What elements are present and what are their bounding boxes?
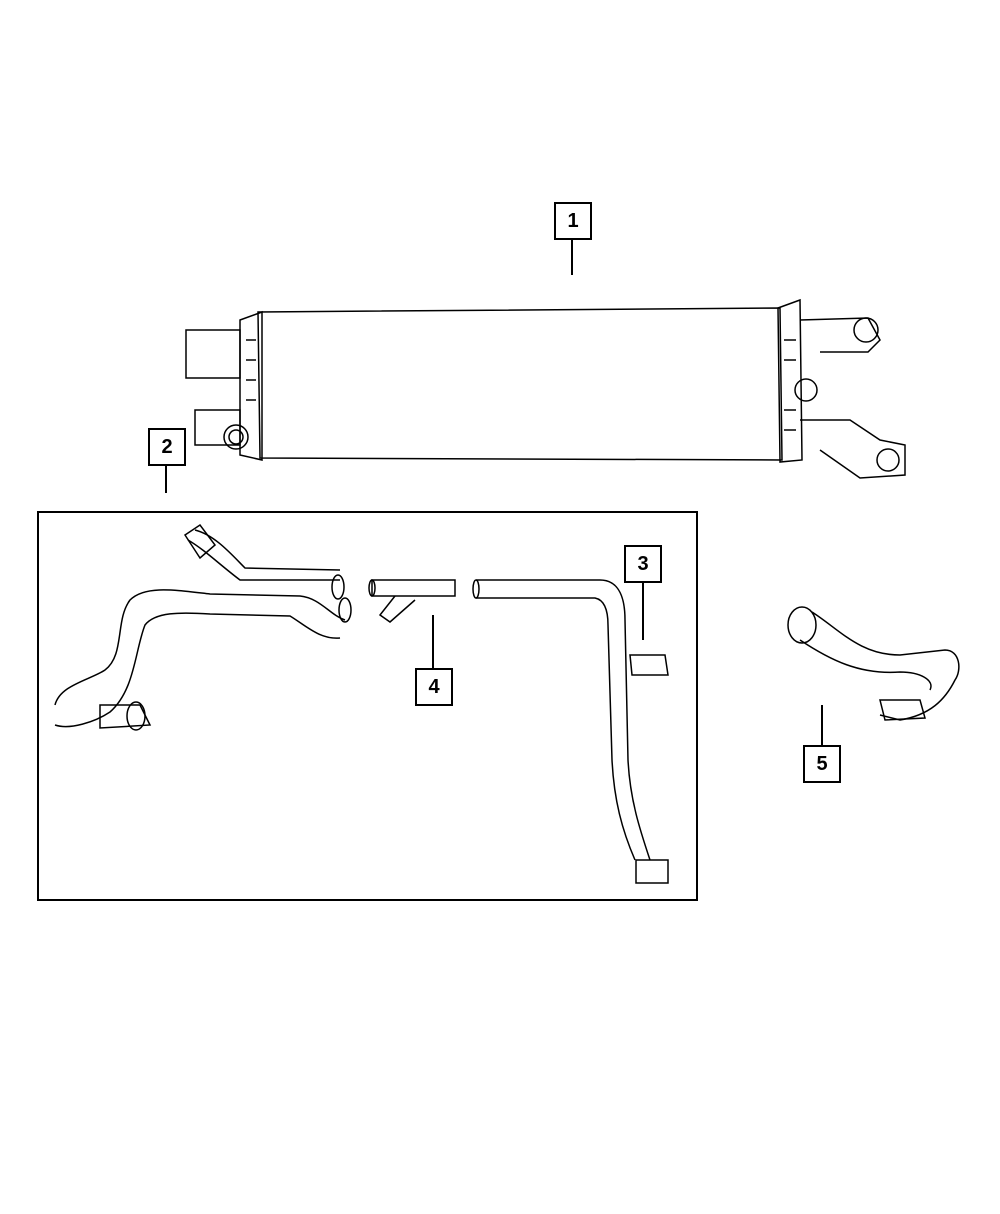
callout-2: 2 — [148, 428, 186, 466]
callout-3-label: 3 — [637, 552, 649, 575]
y-connector — [368, 579, 456, 623]
callout-2-leader — [165, 466, 167, 493]
callout-4: 4 — [415, 668, 453, 706]
hose-5 — [787, 606, 960, 721]
callout-1-leader — [571, 240, 573, 275]
callout-3-leader — [642, 583, 644, 640]
hose-kit-group-box — [37, 511, 698, 901]
callout-2-label: 2 — [161, 435, 173, 458]
callout-4-leader — [432, 615, 434, 668]
callout-3: 3 — [624, 545, 662, 583]
callout-5-label: 5 — [816, 752, 828, 775]
callout-4-label: 4 — [428, 675, 440, 698]
lower-hose — [54, 523, 352, 731]
upper-hose — [472, 579, 669, 884]
callout-1-label: 1 — [567, 209, 579, 232]
callout-5-leader — [821, 705, 823, 745]
callout-1: 1 — [554, 202, 592, 240]
radiator — [185, 298, 906, 479]
callout-5: 5 — [803, 745, 841, 783]
